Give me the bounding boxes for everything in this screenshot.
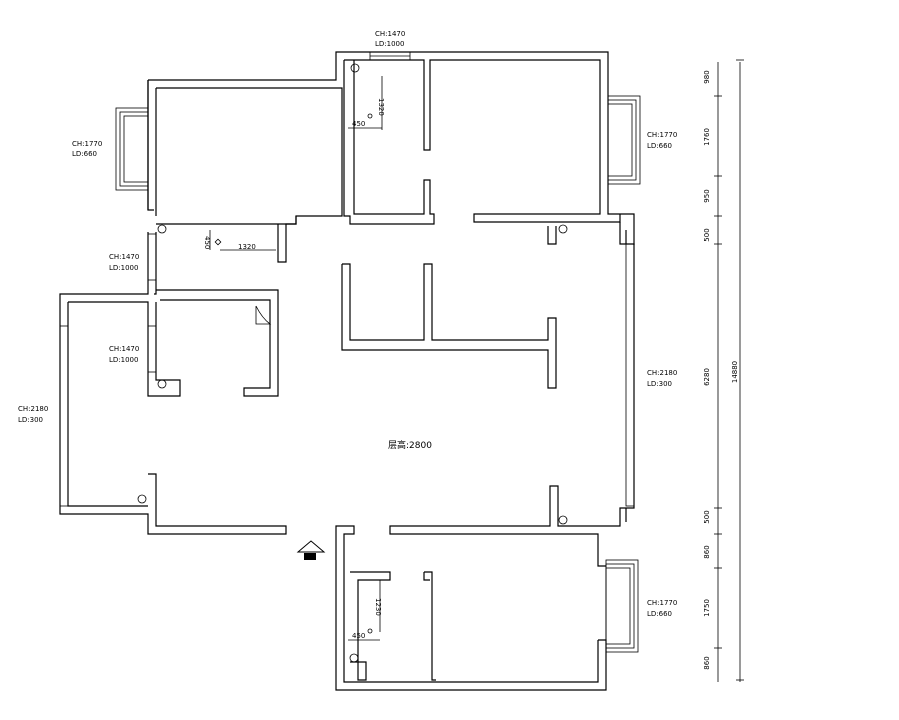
dim-right-8: 1750 bbox=[703, 599, 711, 617]
left-balcony-window-ld: LD:300 bbox=[18, 416, 43, 424]
dim-right-6: 500 bbox=[703, 510, 711, 523]
entrance-arrow-icon bbox=[296, 540, 326, 560]
outer-walls bbox=[59, 51, 635, 691]
labels: CH:1470 LD:1000 CH:1770 LD:660 CH:1770 L… bbox=[18, 30, 739, 670]
dim-right-5: 6280 bbox=[703, 368, 711, 386]
fixtures bbox=[137, 63, 568, 663]
dim-top-bath-h: 450 bbox=[352, 120, 365, 128]
left-mid-window-ld: LD:1000 bbox=[109, 264, 138, 272]
windows bbox=[59, 51, 641, 653]
dim-mid-bath-h: 1320 bbox=[238, 243, 256, 251]
dim-right-9: 860 bbox=[703, 656, 711, 669]
dim-total: 14880 bbox=[731, 361, 739, 383]
dim-right-3: 950 bbox=[703, 189, 711, 202]
dimension-chain bbox=[714, 59, 744, 682]
left-upper-window-ch: CH:1770 bbox=[72, 140, 102, 148]
dim-bottom-bath-h: 450 bbox=[352, 632, 365, 640]
dim-right-2: 1760 bbox=[703, 128, 711, 146]
toilet-icon bbox=[255, 305, 272, 325]
left-balcony-window-ch: CH:2180 bbox=[18, 405, 48, 413]
top-window-ld: LD:1000 bbox=[375, 40, 404, 48]
right-lower-window-ch: CH:1770 bbox=[647, 599, 677, 607]
top-window-ch: CH:1470 bbox=[375, 30, 405, 38]
left-mid-window-ch: CH:1470 bbox=[109, 253, 139, 261]
right-upper-window-ch: CH:1770 bbox=[647, 131, 677, 139]
dim-mid-bath-v: 450 bbox=[203, 236, 211, 249]
dim-right-7: 860 bbox=[703, 545, 711, 558]
dim-right-4: 500 bbox=[703, 228, 711, 241]
left-upper-window-ld: LD:660 bbox=[72, 150, 97, 158]
left-inner-window-ld: LD:1000 bbox=[109, 356, 138, 364]
ceiling-height-label: 层高:2800 bbox=[388, 439, 432, 451]
right-lower-window-ld: LD:660 bbox=[647, 610, 672, 618]
right-balcony-window-ld: LD:300 bbox=[647, 380, 672, 388]
right-balcony-window-ch: CH:2180 bbox=[647, 369, 677, 377]
dim-right-1: 980 bbox=[703, 70, 711, 83]
room-dimension-lines bbox=[209, 76, 383, 641]
dim-top-bath-v: 1320 bbox=[377, 98, 385, 116]
right-upper-window-ld: LD:660 bbox=[647, 142, 672, 150]
dim-bottom-bath-v: 1230 bbox=[374, 598, 382, 616]
left-inner-window-ch: CH:1470 bbox=[109, 345, 139, 353]
